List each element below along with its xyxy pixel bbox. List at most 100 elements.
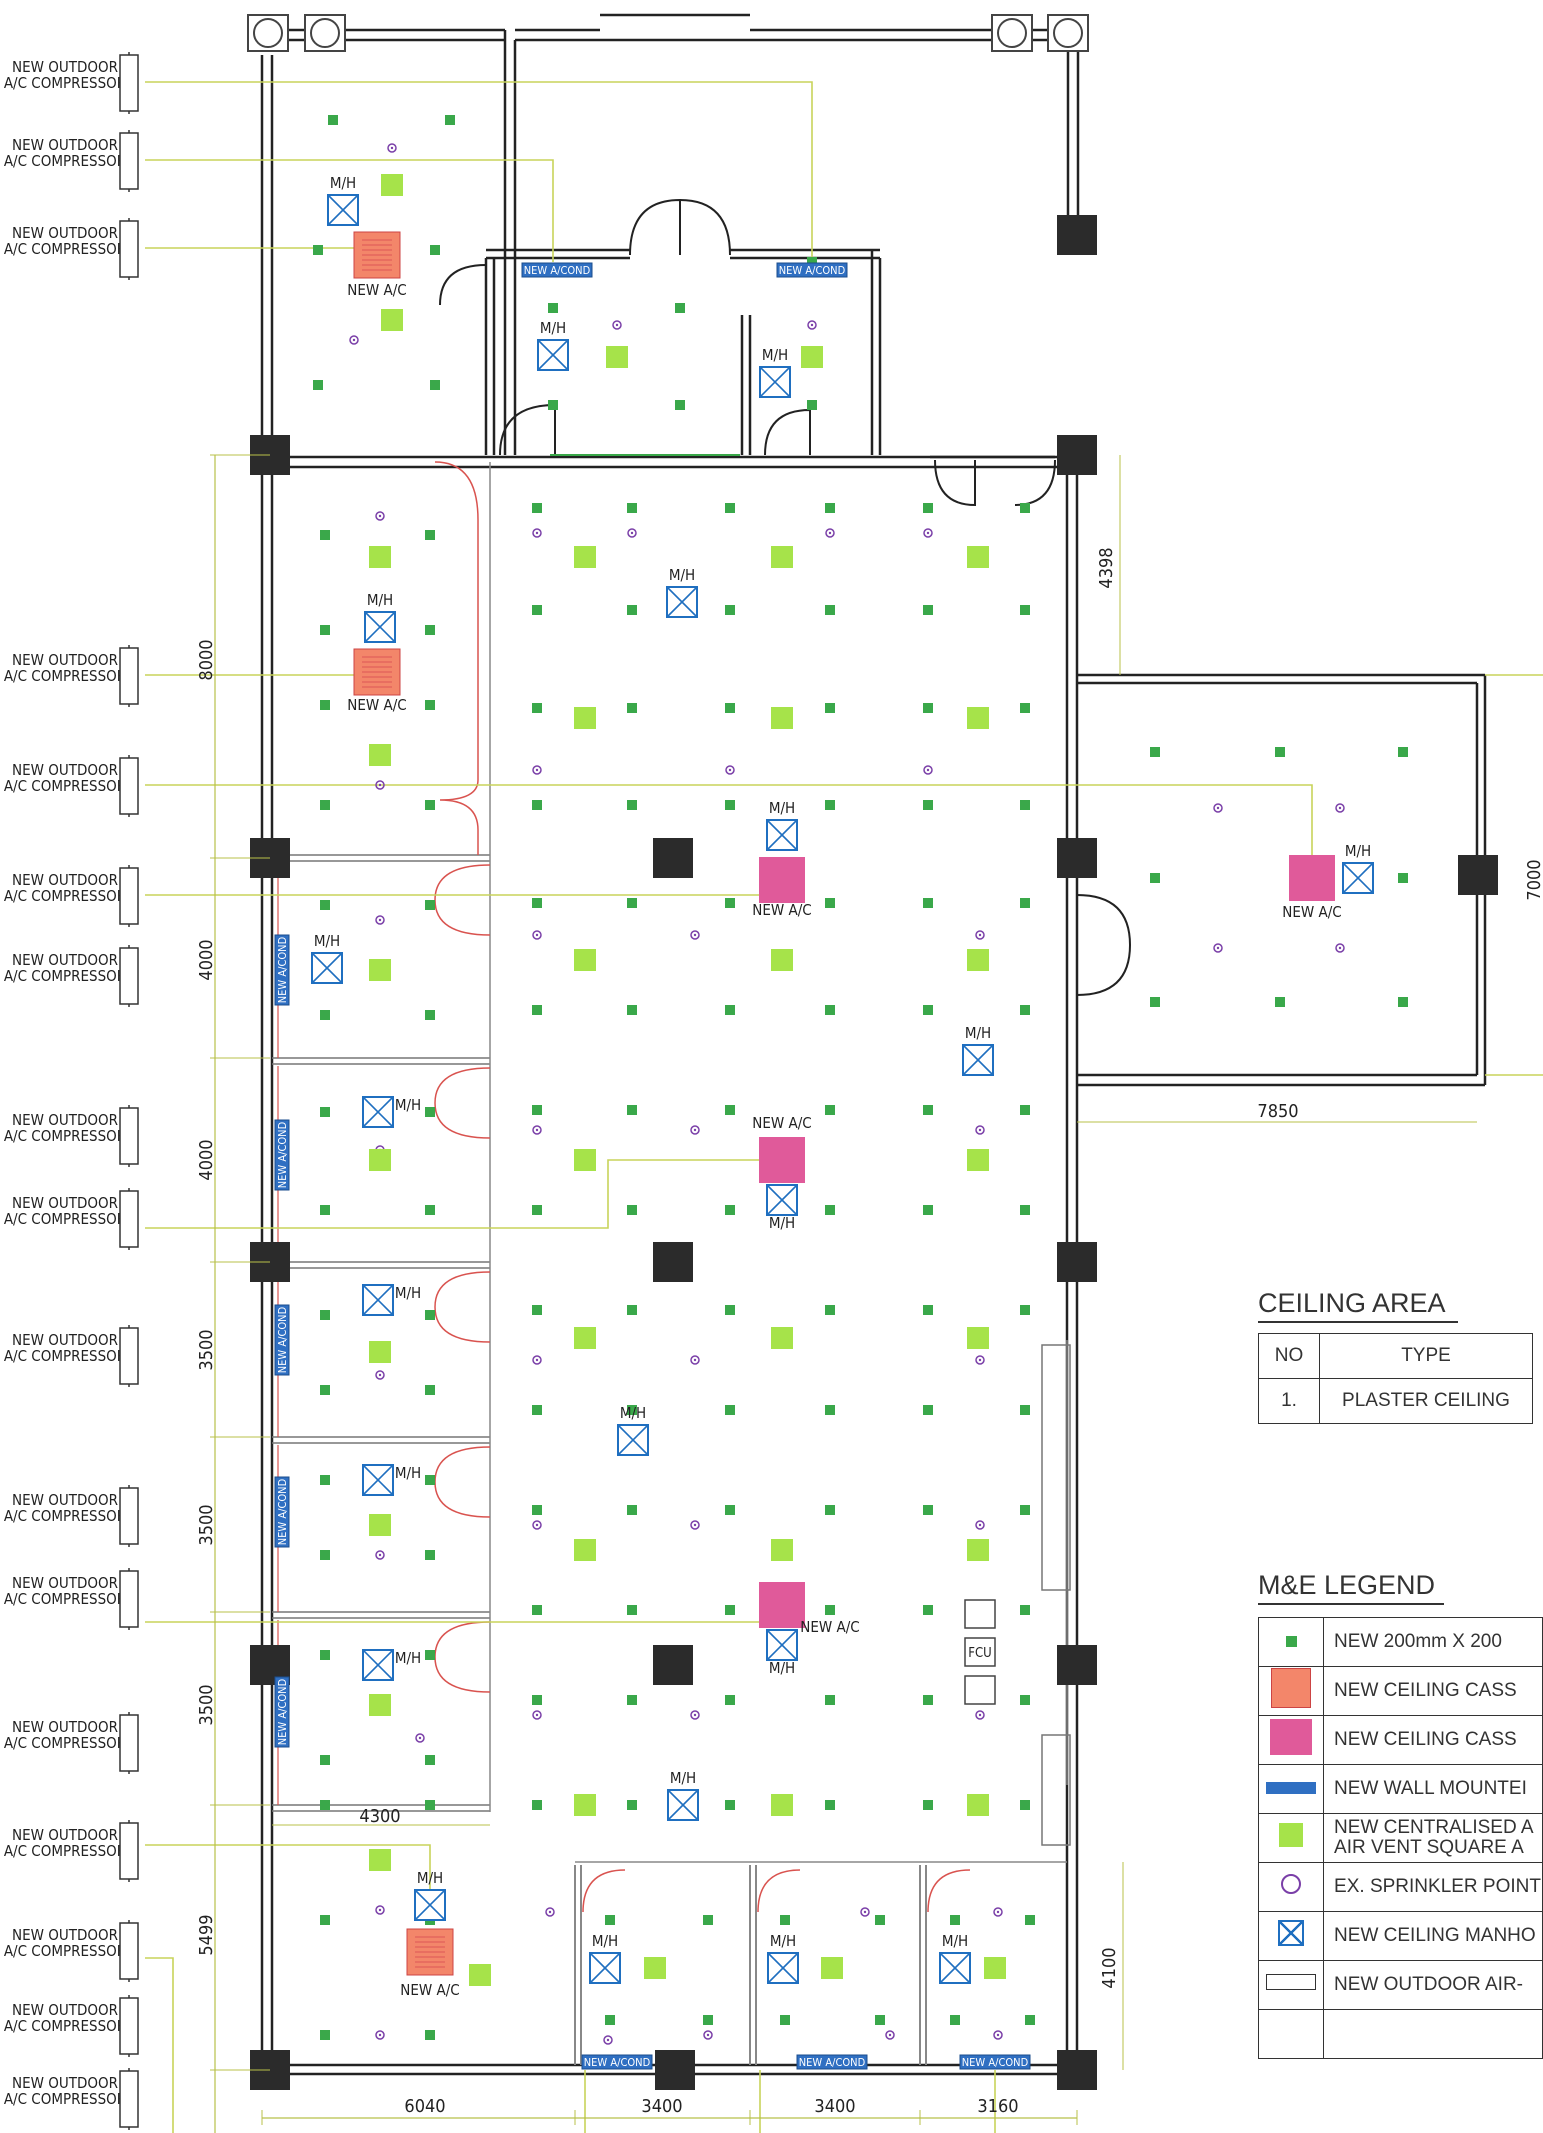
structural-column [1057,435,1097,475]
new-ac-label: NEW A/C [1282,903,1341,921]
manhole-cross [362,1649,394,1681]
outdoor-unit-icon [119,220,139,278]
manhole: M/H [962,1024,994,1076]
wall-ac-label: NEW A/COND [524,264,591,277]
small-green-square-icon [532,1005,542,1015]
legend-text: NEW CENTRALISED A [1334,1817,1534,1839]
sprinkler-dot [535,768,539,772]
compressor-label-line1: NEW OUTDOOR [12,1331,118,1349]
small-green-square-icon [532,703,542,713]
small-green-square-icon [950,2015,960,2025]
fixture-circle [310,18,340,48]
dimension-label: 6040 [404,2096,445,2117]
manhole: M/H [666,566,698,618]
dimension-label: 4398 [1096,547,1117,588]
small-green-square-icon [1275,997,1285,1007]
outdoor-unit-icon [119,132,139,190]
new-ac-label: NEW A/C [752,901,811,919]
legend-text-cell: NEW 200mm X 200 [1323,1617,1543,1667]
small-green-square-icon [320,1650,330,1660]
sprinkler-dot [996,1910,1000,1914]
small-green-square-icon [605,2015,615,2025]
glass-partition [434,461,479,855]
small-green-square-icon [875,1915,885,1925]
door-swing [434,1067,491,1139]
legend-text-cell: NEW CEILING CASS [1323,1666,1543,1716]
manhole-cross [667,1789,699,1821]
air-vent-icon [771,707,793,729]
legend-icon-empty [1257,2009,1325,2059]
outdoor-unit-icon [119,1190,139,1248]
compressor-label-line1: NEW OUTDOOR [12,1574,118,1592]
small-green-square-icon [425,1755,435,1765]
legend-row: NEW CEILING CASS [1257,1715,1543,1765]
compressor-label-line2: A/C COMPRESSOR [4,240,126,258]
structural-column [653,1645,693,1685]
manhole: M/H [766,1629,798,1677]
small-green-square-icon [627,1205,637,1215]
manhole-cross [766,1629,798,1661]
sprinkler-icon [860,1907,870,1917]
small-green-square-icon [532,503,542,513]
wall-ac-icon [776,262,848,278]
sprinkler-icon [532,1355,542,1365]
small-green-square-icon [320,530,330,540]
green-vent-icon [1279,1823,1304,1847]
pink-cassette-icon [759,857,805,903]
small-green-square-icon [1020,1800,1030,1810]
wall-ac-label: NEW A/COND [799,2056,866,2069]
small-green-square-icon [627,898,637,908]
small-green-square-icon [627,503,637,513]
small-green-square-icon [320,1010,330,1020]
sprinkler-dot [693,1128,697,1132]
small-green-square-icon [825,1695,835,1705]
sprinkler-icon [975,1355,985,1365]
door-swing [434,1621,491,1693]
small-green-square-icon [703,1915,713,1925]
manhole-label: M/H [367,591,393,609]
small-green-square-icon [923,703,933,713]
table-cell-type: PLASTER CEILING [1319,1378,1533,1424]
sprinkler-dot [535,531,539,535]
manhole: M/H [939,1932,971,1984]
sprinkler-icon [532,1520,542,1530]
sprinkler-dot [978,1128,982,1132]
legend-text: NEW CEILING CASS [1334,1680,1517,1702]
sprinkler-dot [606,2038,610,2042]
compressor-label-line2: A/C COMPRESSOR [4,967,126,985]
small-green-square-icon [1020,1605,1030,1615]
air-vent-icon [369,1694,391,1716]
manhole-cross [311,952,343,984]
sprinkler-dot [926,531,930,535]
green-vent-icon [1257,1813,1325,1863]
manhole-label: M/H [417,1869,443,1887]
manhole-icon [1278,1920,1305,1946]
legend-text-cell: NEW WALL MOUNTEI [1323,1764,1543,1814]
sprinkler-icon [532,1710,542,1720]
legend-title: M&E LEGEND [1258,1570,1444,1605]
small-green-square-icon [430,245,440,255]
dimension-label: 3400 [814,2096,855,2117]
wall-ac-label: NEW A/COND [779,264,846,277]
sprinkler-dot [828,531,832,535]
air-vent-icon [369,959,391,981]
new-ac-label: NEW A/C [400,1981,459,1999]
small-green-square-icon [425,1475,435,1485]
manhole-cross [327,194,359,226]
small-green-square-icon [725,1695,735,1705]
dimension-label: 3500 [196,1329,217,1370]
small-green-square-icon [725,898,735,908]
ceiling-area-title: CEILING AREA [1258,1288,1458,1323]
sprinkler-dot [1216,946,1220,950]
compressor-label-line1: NEW OUTDOOR [12,951,118,969]
sprinkler-icon [993,1907,1003,1917]
dimension-label: 7850 [1257,1101,1298,1122]
small-green-square-icon [320,1550,330,1560]
air-vent-icon [771,1794,793,1816]
manhole-icon [1257,1911,1325,1961]
air-vent-icon [574,1794,596,1816]
outdoor-unit-icon [119,2070,139,2128]
legend-text: NEW 200mm X 200 [1334,1631,1502,1653]
small-green-square-icon [320,1800,330,1810]
